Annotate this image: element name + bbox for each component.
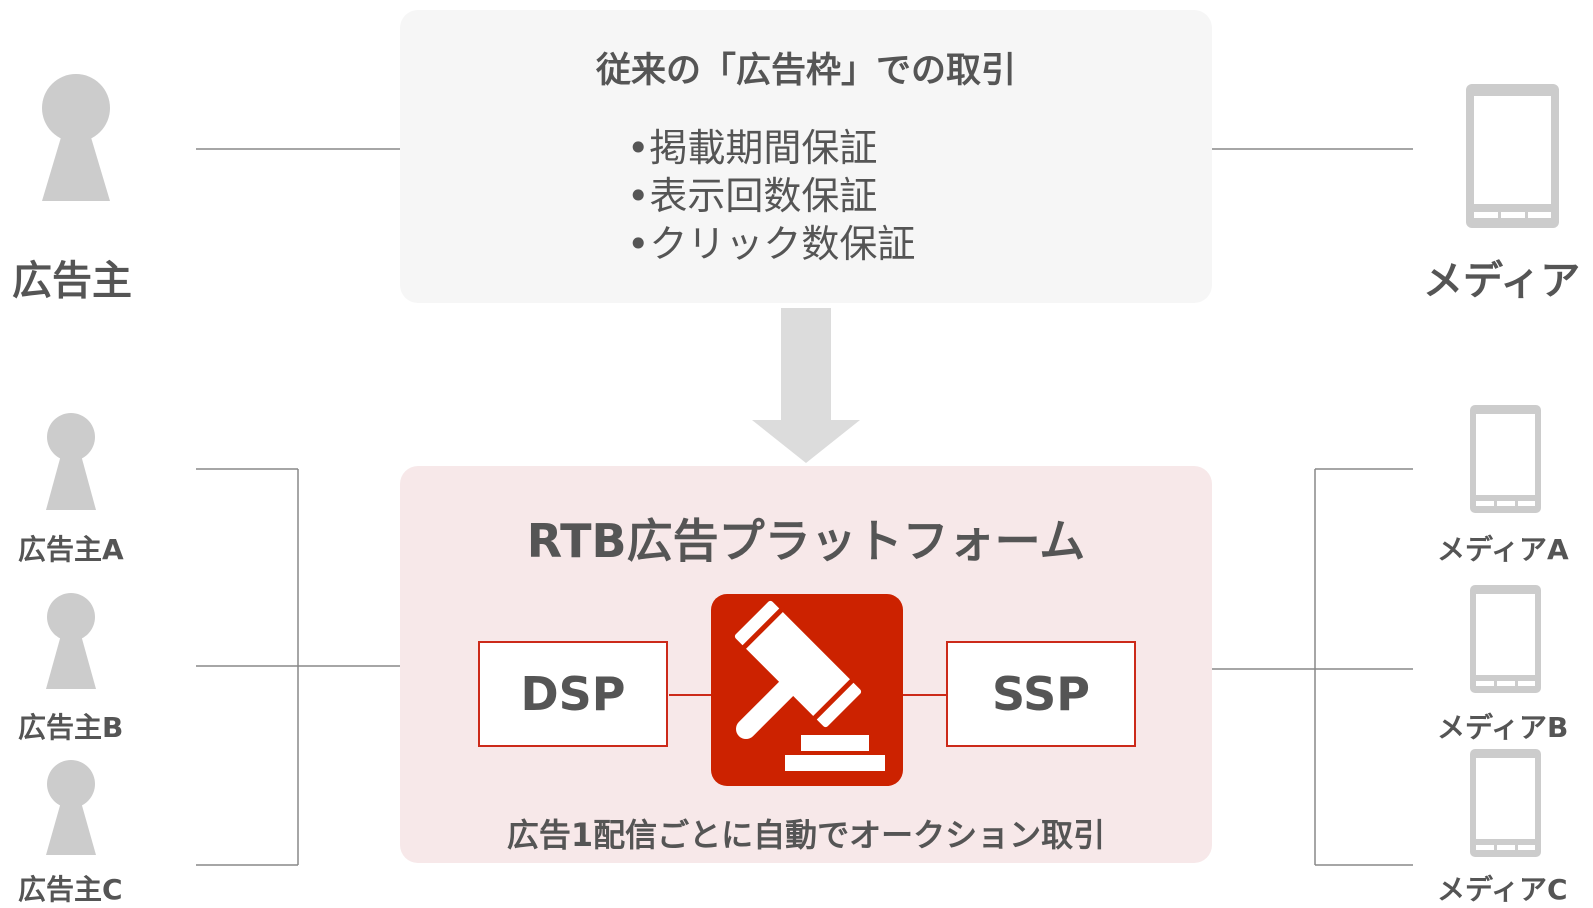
bullet-item: •掲載期間保証 xyxy=(627,126,878,170)
rtb-caption: 広告1配信ごとに自動でオークション取引 xyxy=(506,816,1106,854)
dsp-box: DSP xyxy=(478,641,668,747)
ssp-box: SSP xyxy=(946,641,1136,747)
media-a-label: メディアA xyxy=(1437,533,1569,566)
advertiser-label: 広告主 xyxy=(12,258,132,304)
traditional-title: 従来の「広告枠」での取引 xyxy=(595,51,1016,91)
down-arrow xyxy=(752,308,860,463)
bullet-item: •表示回数保証 xyxy=(627,174,878,218)
media-c-label: メディアC xyxy=(1437,873,1568,906)
media-b-label: メディアB xyxy=(1437,711,1569,744)
rtb-title: RTB広告プラットフォーム xyxy=(526,514,1086,568)
media-label: メディア xyxy=(1423,258,1581,304)
auction-box xyxy=(711,594,903,786)
advertiser-a-label: 広告主A xyxy=(18,533,124,566)
bullet-item: •クリック数保証 xyxy=(627,222,916,266)
advertiser-b-label: 広告主B xyxy=(18,711,124,744)
traditional-box xyxy=(400,10,1212,303)
advertiser-c-label: 広告主C xyxy=(18,873,123,906)
traditional-bullets: •掲載期間保証 •表示回数保証 •クリック数保証 xyxy=(627,124,915,268)
